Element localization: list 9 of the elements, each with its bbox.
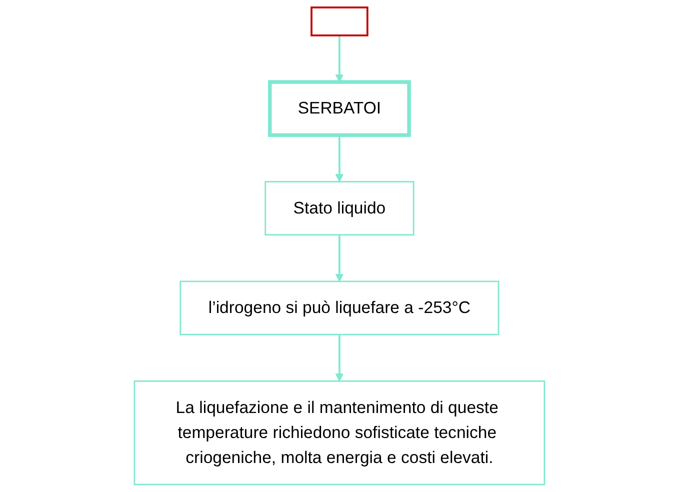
node-box: SERBATOI xyxy=(268,80,411,137)
node-box: La liquefazione e il mantenimento di queste temperature richiedono sofisticate tecniche criogeniche, molta energia e costi elevati. xyxy=(134,380,546,486)
node-box: l’idrogeno si può liquefare a -253°C xyxy=(180,280,500,336)
arrow xyxy=(335,234,344,282)
arrow xyxy=(335,35,344,82)
arrow xyxy=(335,135,344,182)
arrow xyxy=(335,334,344,382)
node-box xyxy=(310,6,368,36)
node-box: Stato liquido xyxy=(264,181,414,236)
